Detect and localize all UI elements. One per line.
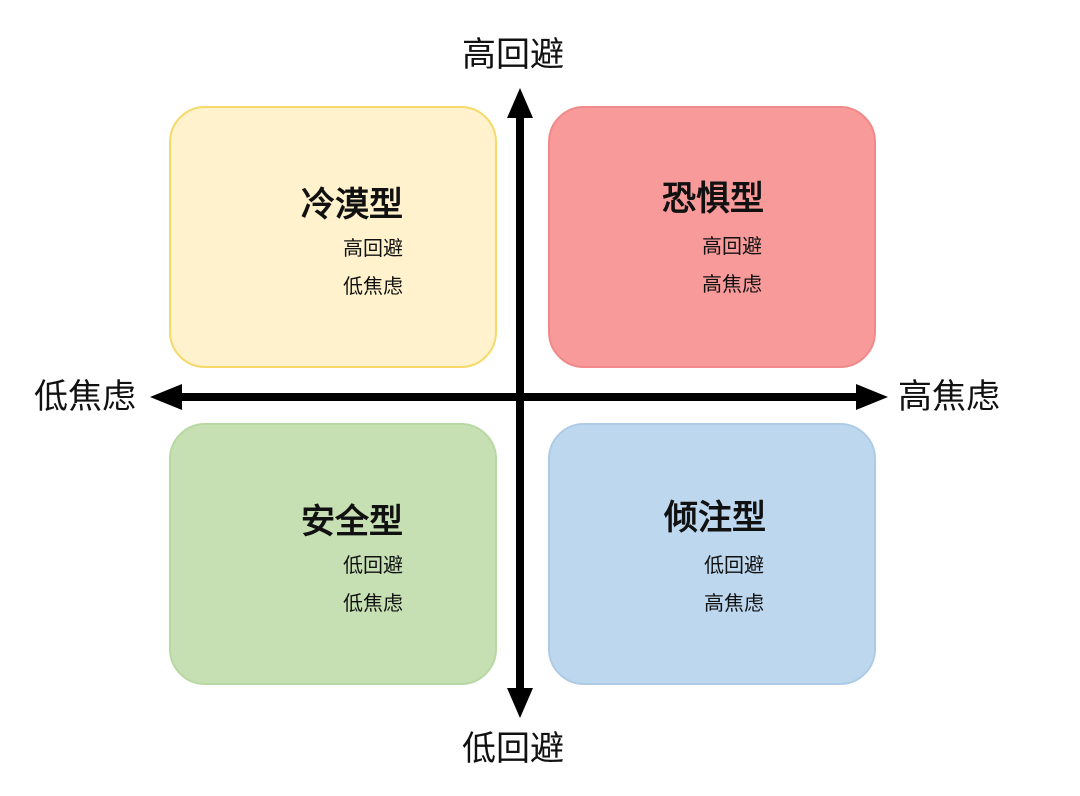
axis-label-high-anxiety: 高焦虑 (898, 377, 1000, 417)
quadrant-title: 倾注型 (664, 498, 766, 538)
quadrant-avoidance-level: 低回避 (343, 553, 403, 577)
quadrant-fearful: 恐惧型 高回避 高焦虑 (548, 106, 876, 368)
quadrant-title: 冷漠型 (301, 185, 403, 225)
vertical-axis-down-arrowhead (507, 688, 533, 718)
horizontal-axis-left-arrowhead (150, 384, 182, 410)
axis-label-low-avoidance: 低回避 (462, 729, 564, 769)
quadrant-anxiety-level: 低焦虑 (343, 274, 403, 298)
quadrant-secure: 安全型 低回避 低焦虑 (169, 423, 497, 685)
horizontal-axis-right-arrowhead (856, 384, 888, 410)
axis-label-high-avoidance: 高回避 (462, 35, 564, 75)
axis-label-low-anxiety: 低焦虑 (34, 377, 136, 417)
quadrant-avoidance-level: 低回避 (704, 553, 764, 577)
quadrant-anxiety-level: 低焦虑 (343, 591, 403, 615)
quadrant-avoidance-level: 高回避 (702, 234, 762, 258)
vertical-axis-up-arrowhead (507, 88, 533, 118)
quadrant-title: 恐惧型 (662, 179, 764, 219)
quadrant-dismissive: 冷漠型 高回避 低焦虑 (169, 106, 497, 368)
quadrant-title: 安全型 (301, 502, 403, 542)
quadrant-anxiety-level: 高焦虑 (704, 591, 764, 615)
quadrant-avoidance-level: 高回避 (343, 236, 403, 260)
quadrant-anxiety-level: 高焦虑 (702, 272, 762, 296)
quadrant-preoccupied: 倾注型 低回避 高焦虑 (548, 423, 876, 685)
